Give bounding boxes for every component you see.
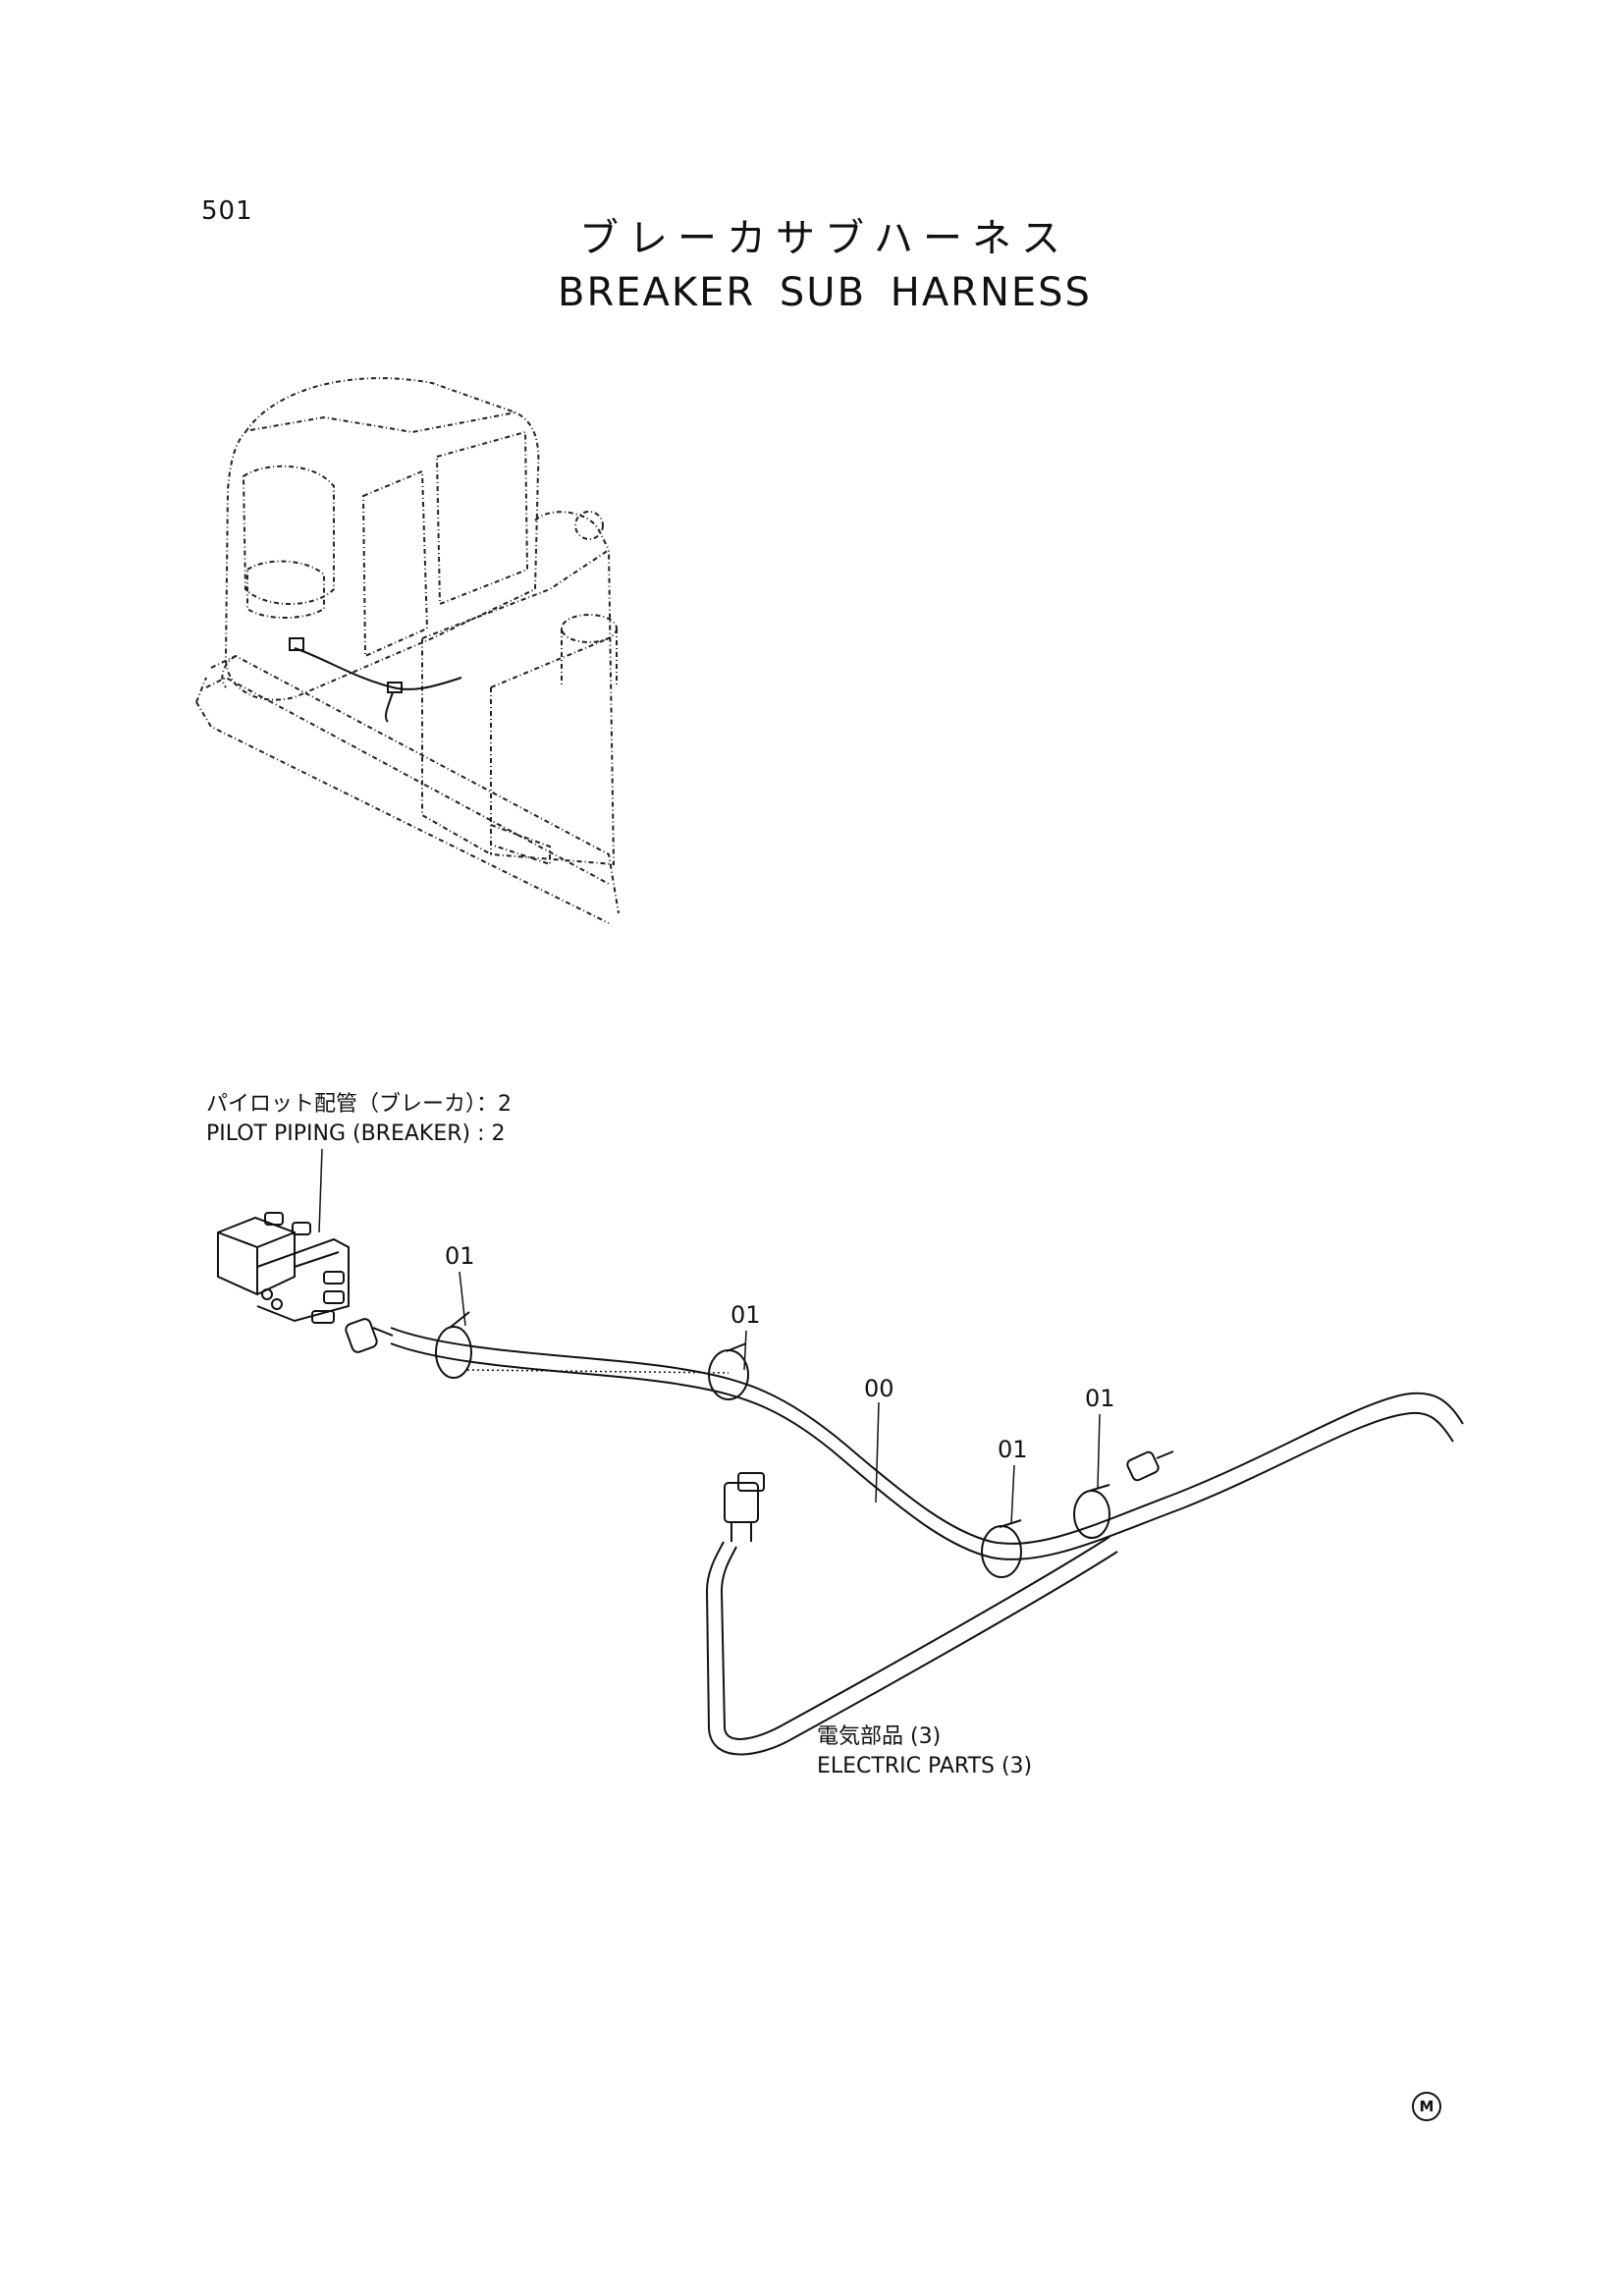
solenoid-valve-block xyxy=(217,1212,350,1324)
harness-end-connector xyxy=(345,1318,394,1353)
branch-harness xyxy=(705,1536,1118,1756)
pilot-piping-label: パイロット配管（ブレーカ）：2 PILOT PIPING (BREAKER) :… xyxy=(206,1090,512,1149)
electric-parts-label: 電気部品 (3) ELECTRIC PARTS (3) xyxy=(817,1722,1032,1781)
clamp-bands xyxy=(435,1311,1110,1578)
callout-leaders xyxy=(459,1271,1101,1525)
pilot-piping-label-jp: パイロット配管（ブレーカ）：2 xyxy=(206,1092,512,1117)
pilot-piping-label-en: PILOT PIPING (BREAKER) : 2 xyxy=(206,1121,506,1146)
clamp-1-icon xyxy=(435,1326,472,1379)
callout-clamp-2: 01 xyxy=(730,1301,761,1329)
page-title: ブレーカサブハーネス BREAKER SUB HARNESS xyxy=(550,211,1100,319)
title-english: BREAKER SUB HARNESS xyxy=(558,270,1092,315)
title-japanese: ブレーカサブハーネス xyxy=(579,216,1070,261)
clamp-3-icon xyxy=(981,1525,1022,1578)
callout-clamp-1: 01 xyxy=(445,1242,475,1270)
m-circle-mark: M xyxy=(1412,2092,1441,2121)
harness-right-connector xyxy=(1126,1450,1174,1482)
electric-part-connector xyxy=(724,1472,765,1542)
excavator-cab-illustration xyxy=(195,377,620,924)
callout-harness: 00 xyxy=(864,1375,894,1402)
cab-harness-sketch xyxy=(289,637,462,723)
page-number: 501 xyxy=(201,196,253,226)
electric-parts-label-en: ELECTRIC PARTS (3) xyxy=(817,1754,1033,1778)
callout-clamp-4: 01 xyxy=(1085,1385,1115,1412)
clamp-4-icon xyxy=(1073,1490,1110,1539)
harness-continuation xyxy=(1403,1392,1464,1443)
main-harness xyxy=(390,1327,1405,1560)
electric-parts-label-jp: 電気部品 (3) xyxy=(817,1724,942,1749)
callout-clamp-3: 01 xyxy=(998,1436,1028,1463)
pilot-piping-leader xyxy=(318,1148,323,1233)
